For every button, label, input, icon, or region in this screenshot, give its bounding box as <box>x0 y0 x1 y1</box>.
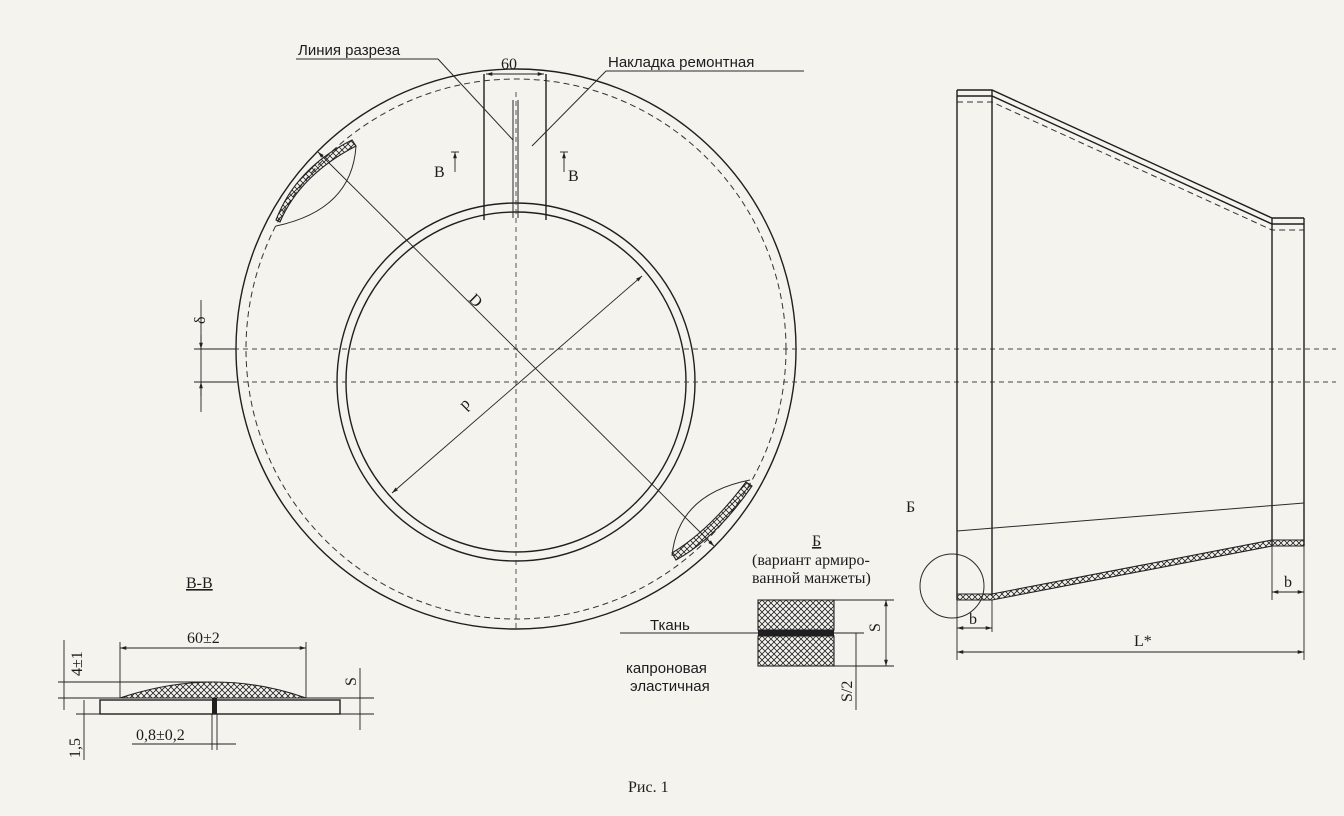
detail-subtitle-1: (вариант армиро- <box>752 552 870 569</box>
section-bb: В-В 60±2 4±1 S 1,5 0,8±0,2 <box>58 575 374 760</box>
upper-left-pad-hatch <box>275 139 357 223</box>
section-bb-patch-hatch <box>119 681 307 699</box>
dim-S-half-label: S/2 <box>839 681 856 702</box>
fabric-label-3: эластичная <box>630 678 710 695</box>
cut-mark-left-label: В <box>434 164 445 181</box>
front-view: 60 Линия разреза Накладка ремонтная В В … <box>192 42 1336 630</box>
cone-top-edge <box>957 89 1304 219</box>
detail-b: Б (вариант армиро- ванной манжеты) S S/2… <box>620 533 894 710</box>
cone-top-edge-2 <box>957 95 1304 225</box>
dim-S-detail-label: S <box>867 623 884 632</box>
fabric-label-2: капроновая <box>626 660 707 677</box>
dim-b-left-label: b <box>969 611 977 628</box>
cone-fold-line <box>956 502 1305 532</box>
section-bb-cut-gap <box>212 698 217 714</box>
cut-mark-right-label: В <box>568 168 579 185</box>
fabric-label-1: Ткань <box>650 617 690 634</box>
dim-4pm1-label: 4±1 <box>69 651 86 676</box>
detail-title: Б <box>812 533 821 550</box>
lower-right-pad-outline <box>671 479 751 557</box>
section-bb-base-plate <box>99 699 341 715</box>
section-line-leader <box>437 58 514 141</box>
cone-top-dashed <box>957 101 1304 231</box>
dim-d-line <box>391 275 643 494</box>
detail-fabric-layer <box>758 630 834 636</box>
detail-cuff-hatch-top <box>757 599 835 631</box>
dim-b-right-label: b <box>1284 574 1292 591</box>
side-view: Б b b L* <box>906 89 1305 660</box>
repair-patch-leader <box>531 70 607 147</box>
dim-60pm2-label: 60±2 <box>187 630 220 647</box>
detail-cuff-hatch-bottom <box>757 635 835 667</box>
dim-delta-label: δ <box>192 316 209 324</box>
dim-60-label: 60 <box>501 56 517 73</box>
detail-subtitle-2: ванной манжеты) <box>752 570 871 587</box>
detail-b-callout: Б <box>906 499 915 516</box>
section-line-label: Линия разреза <box>298 42 401 59</box>
cone-bottom-hatch <box>956 539 1305 601</box>
dim-L-label: L* <box>1134 633 1152 650</box>
dim-1-5-label: 1,5 <box>67 738 84 758</box>
upper-left-pad-outline <box>275 145 357 227</box>
figure-caption: Рис. 1 <box>628 779 669 796</box>
section-bb-title: В-В <box>186 575 213 592</box>
dim-S-section-label: S <box>343 677 360 686</box>
dim-d-label: d <box>457 396 475 414</box>
detail-b-circle <box>919 553 985 619</box>
dim-D-label: D <box>465 291 485 311</box>
lower-right-pad-hatch <box>671 481 753 561</box>
repair-patch-label: Накладка ремонтная <box>608 54 754 71</box>
dim-0-8-label: 0,8±0,2 <box>136 727 185 744</box>
